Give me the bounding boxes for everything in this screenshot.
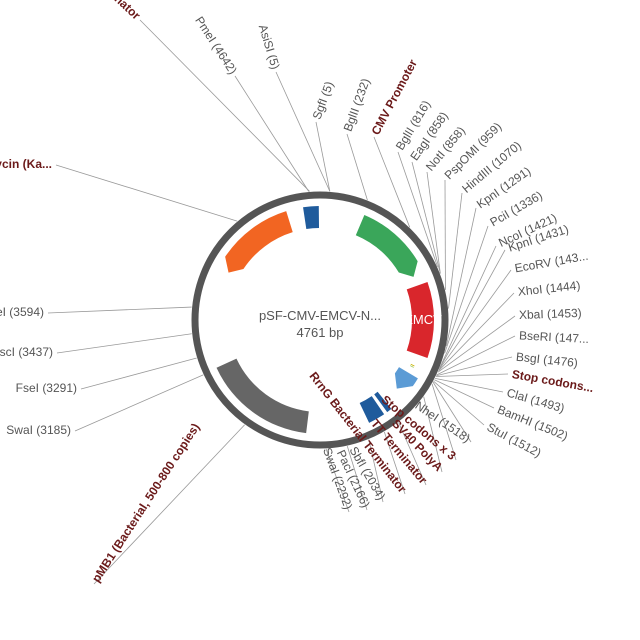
leader-line [434,377,504,393]
leader-line [398,422,427,486]
leader-line [373,136,411,228]
leader-line [436,356,513,377]
feature-label: pMB1 (Bacterial, 500-800 copies) [89,421,202,585]
feature-stop2 [409,365,414,368]
leader-line [432,381,472,443]
restriction-site-label: AsiSI (5) [256,23,283,71]
leader-lines [47,19,516,585]
leader-line [315,121,331,192]
leader-line [436,335,516,376]
leader-line [423,396,443,473]
leader-line [435,373,509,377]
feature-rrng-top [303,206,320,230]
feature-kan [225,211,293,273]
leader-line [47,306,192,314]
leader-line [55,164,238,222]
leader-line [346,133,368,201]
leader-line [325,448,350,513]
feature-label-emcv: EMCV [404,312,442,327]
leader-line [438,292,515,372]
restriction-site-label: BseRI (147... [519,328,590,346]
plasmid-name: pSF-CMV-EMCV-N... [259,308,381,323]
leader-line [438,269,512,370]
restriction-site-label: SwaI (3185) [6,423,71,437]
restriction-site-label: XbaI (1453) [519,306,582,322]
leader-line [346,445,368,511]
feature-emcv [406,282,435,359]
leader-line [445,207,477,347]
leader-line [383,431,406,495]
restriction-site-label: PmeI (3594) [0,305,44,319]
leader-line [448,192,463,309]
feature-layer: EMCV [216,206,442,434]
leader-line [437,315,516,373]
restriction-site-label: SgfI (5) [310,80,337,122]
leader-line [93,424,245,585]
feature-label: RrnG Bacterial Terminator [25,0,144,23]
restriction-site-label: AscI (3437) [0,345,53,359]
restriction-site-label: BglII (232) [341,76,373,133]
leader-line [56,333,192,354]
leader-line [397,151,438,268]
feature-tt [374,391,392,413]
leader-line [444,225,489,354]
feature-sv40 [394,367,418,389]
feature-label: Kanamycin (Ka... [0,157,52,171]
leader-line [431,383,457,461]
restriction-site-label: PmeI (4642) [192,14,240,77]
leader-line [80,357,197,390]
leader-line [433,380,485,426]
leader-line [434,379,495,409]
leader-line [139,19,310,192]
restriction-site-label: XhoI (1444) [517,278,581,298]
leader-line [74,374,204,432]
leader-line [368,439,384,503]
label-layer: RrnG Bacterial TerminatorPmeI (4642) AsiS… [0,0,595,585]
leader-line [234,75,310,192]
feature-rrng-bot [359,396,385,423]
feature-stop1 [410,363,415,367]
leader-line [439,249,506,369]
leader-line [439,245,497,368]
restriction-site-label: EcoRV (143... [514,249,590,276]
restriction-site-label: FseI (3291) [16,381,77,395]
plasmid-size: 4761 bp [297,325,344,340]
feature-pmb1 [216,358,309,434]
leader-line [275,71,331,192]
feature-cmv [355,214,418,277]
leader-line [411,161,441,274]
restriction-site-label: BsgI (1476) [515,350,578,370]
leader-line [426,171,441,274]
plasmid-backbone [191,191,449,449]
